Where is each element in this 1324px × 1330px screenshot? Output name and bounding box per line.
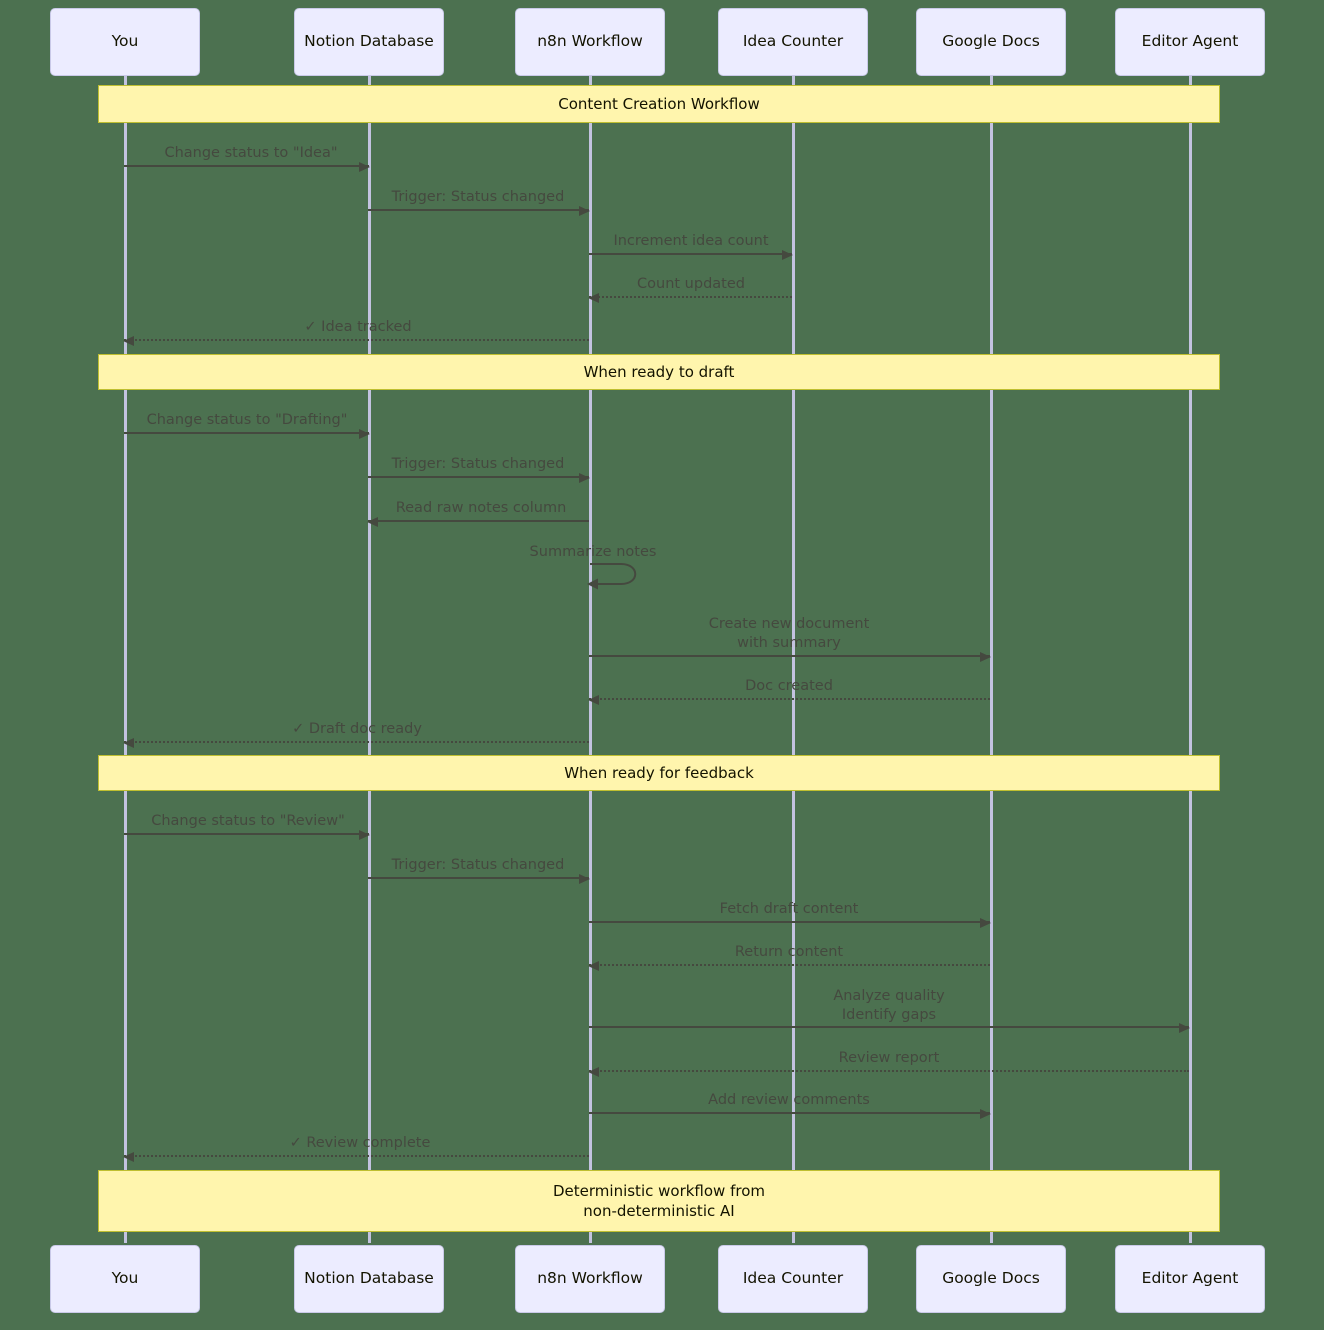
participant-box-bottom-notion[interactable]: Notion Database (294, 1245, 444, 1313)
message-label-increment-idea-count: Increment idea count (613, 233, 769, 249)
arrowhead-left-icon (123, 737, 134, 748)
message-label-read-raw-notes-column: Read raw notes column (395, 500, 567, 516)
arrowhead-left-icon (123, 335, 134, 346)
arrowhead-right-icon (359, 829, 370, 840)
message-line-fetch-draft-content (589, 917, 991, 928)
message-label-trigger-status-changed-2: Trigger: Status changed (391, 456, 565, 472)
message-line-analyze-quality (589, 1022, 1190, 1033)
message-line-read-raw-notes-column (367, 516, 589, 527)
message-label-summarize-notes: Summarize notes (529, 544, 657, 560)
lifeline-idea-counter (791, 76, 795, 1243)
arrowhead-left-icon (367, 516, 378, 527)
note-when-ready-to-draft: When ready to draft (98, 354, 1220, 390)
participant-box-bottom-n8n[interactable]: n8n Workflow (515, 1245, 665, 1313)
lifeline-you (123, 76, 127, 1243)
message-label-change-status-idea: Change status to "Idea" (164, 145, 338, 161)
participant-box-top-notion[interactable]: Notion Database (294, 8, 444, 76)
message-label-review-complete: ✓ Review complete (289, 1135, 431, 1151)
message-label-analyze-quality: Analyze quality Identify gaps (833, 988, 945, 1024)
arrowhead-right-icon (980, 651, 991, 662)
participant-box-bottom-idea-counter[interactable]: Idea Counter (718, 1245, 868, 1313)
arrowhead-right-icon (1179, 1022, 1190, 1033)
message-label-review-report: Review report (838, 1050, 940, 1066)
participant-box-bottom-google-docs[interactable]: Google Docs (916, 1245, 1066, 1313)
message-line-draft-doc-ready (123, 737, 589, 748)
message-label-create-new-document: Create new document with summary (708, 616, 870, 652)
participant-box-bottom-editor-agent[interactable]: Editor Agent (1115, 1245, 1265, 1313)
participant-box-top-n8n[interactable]: n8n Workflow (515, 8, 665, 76)
arrowhead-right-icon (782, 249, 793, 260)
arrowhead-right-icon (980, 917, 991, 928)
message-line-count-updated (588, 292, 792, 303)
message-self-loop-summarize-notes (587, 563, 637, 590)
note-when-ready-for-feedback: When ready for feedback (98, 755, 1220, 791)
arrowhead-left-icon (588, 694, 599, 705)
message-label-count-updated: Count updated (637, 276, 745, 292)
arrowhead-right-icon (359, 428, 370, 439)
message-label-change-status-review: Change status to "Review" (151, 813, 345, 829)
lifeline-editor-agent (1188, 76, 1192, 1243)
participant-box-bottom-you[interactable]: You (50, 1245, 200, 1313)
note-deterministic-workflow: Deterministic workflow from non-determin… (98, 1170, 1220, 1232)
message-label-trigger-status-changed-1: Trigger: Status changed (391, 189, 565, 205)
message-line-trigger-status-changed-1 (368, 205, 590, 216)
message-label-change-status-drafting: Change status to "Drafting" (146, 412, 348, 428)
arrowhead-right-icon (980, 1108, 991, 1119)
message-line-add-review-comments (589, 1108, 991, 1119)
lifeline-notion (367, 76, 371, 1243)
message-line-create-new-document (589, 651, 991, 662)
message-line-change-status-review (124, 829, 370, 840)
lifeline-n8n (588, 76, 592, 1243)
arrowhead-right-icon (579, 205, 590, 216)
message-label-idea-tracked: ✓ Idea tracked (304, 319, 412, 335)
message-line-change-status-idea (124, 161, 370, 172)
note-content-creation-workflow: Content Creation Workflow (98, 85, 1220, 123)
message-label-return-content: Return content (734, 944, 844, 960)
message-line-review-report (588, 1066, 1189, 1077)
lifeline-google-docs (989, 76, 993, 1243)
arrowhead-left-icon (588, 292, 599, 303)
participant-box-top-editor-agent[interactable]: Editor Agent (1115, 8, 1265, 76)
message-line-change-status-drafting (124, 428, 370, 439)
message-line-increment-idea-count (589, 249, 793, 260)
message-label-add-review-comments: Add review comments (708, 1092, 870, 1108)
message-label-fetch-draft-content: Fetch draft content (719, 901, 859, 917)
arrowhead-left-icon (588, 1066, 599, 1077)
message-line-return-content (588, 960, 990, 971)
message-line-trigger-status-changed-3 (368, 873, 590, 884)
arrowhead-left-icon (588, 960, 599, 971)
participant-box-top-idea-counter[interactable]: Idea Counter (718, 8, 868, 76)
participant-box-top-google-docs[interactable]: Google Docs (916, 8, 1066, 76)
message-line-review-complete (123, 1151, 589, 1162)
arrowhead-left-icon (123, 1151, 134, 1162)
message-line-doc-created (588, 694, 990, 705)
message-line-idea-tracked (123, 335, 589, 346)
message-label-trigger-status-changed-3: Trigger: Status changed (391, 857, 565, 873)
message-label-draft-doc-ready: ✓ Draft doc ready (292, 721, 422, 737)
arrowhead-right-icon (359, 161, 370, 172)
message-label-doc-created: Doc created (745, 678, 833, 694)
message-line-trigger-status-changed-2 (368, 472, 590, 483)
participant-box-top-you[interactable]: You (50, 8, 200, 76)
arrowhead-right-icon (579, 472, 590, 483)
arrowhead-right-icon (579, 873, 590, 884)
